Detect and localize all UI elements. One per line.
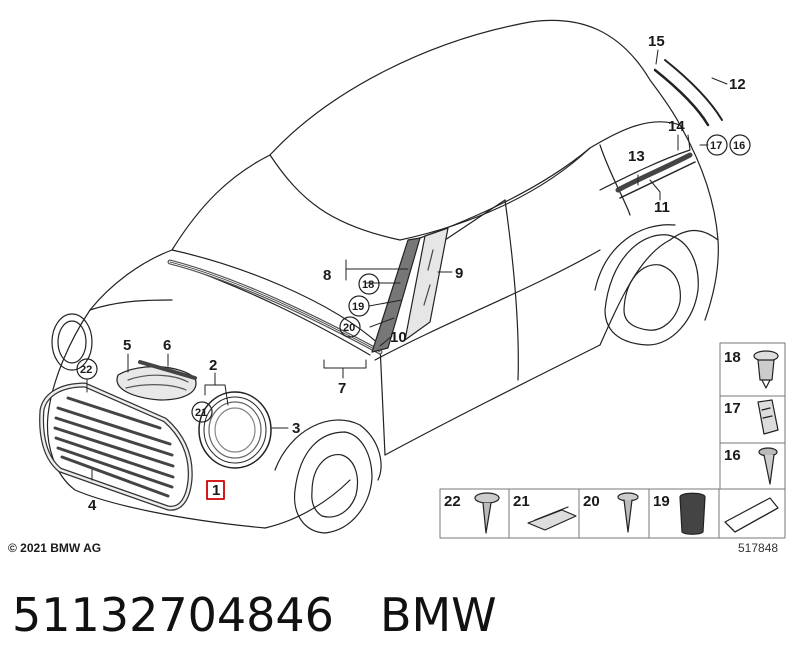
callout-5: 5 — [123, 337, 131, 354]
callout-15: 15 — [648, 33, 665, 50]
panel-label-20: 20 — [583, 493, 600, 510]
arrow-icon — [724, 497, 779, 533]
callout-12: 12 — [729, 76, 746, 93]
callout-8: 8 — [323, 267, 331, 284]
copyright-text: © 2021 BMW AG — [8, 541, 102, 555]
callout-circle-16: 16 — [733, 140, 745, 152]
callout-labels: 1 2 3 4 5 6 7 8 9 10 11 12 13 14 15 18 1… — [80, 33, 746, 514]
clip-18-drawing — [753, 350, 779, 389]
callout-6: 6 — [163, 337, 171, 354]
callout-10: 10 — [390, 329, 407, 346]
a-pillar-trim — [371, 237, 421, 353]
panel-label-22: 22 — [444, 493, 461, 510]
callout-circle-17: 17 — [710, 140, 722, 152]
clip-21-drawing — [527, 506, 577, 531]
part-number-line: 51132704846 BMW — [12, 588, 497, 642]
panel-label-16: 16 — [724, 447, 741, 464]
circle-callouts — [76, 134, 751, 423]
screw-16-drawing — [758, 447, 778, 485]
panel-label-19: 19 — [653, 493, 670, 510]
screw-22-drawing — [474, 492, 500, 534]
callout-circle-21: 21 — [195, 407, 207, 419]
drawing-number: 517848 — [738, 541, 779, 555]
callout-circle-19: 19 — [352, 301, 364, 313]
callout-2: 2 — [209, 357, 217, 374]
panel-label-17: 17 — [724, 400, 741, 417]
callout-13: 13 — [628, 148, 645, 165]
callout-circle-20: 20 — [343, 322, 355, 334]
grommet-19-drawing — [679, 492, 706, 535]
car-body-outline — [46, 19, 719, 534]
roof-rail-strip — [664, 59, 723, 121]
callout-9: 9 — [455, 265, 463, 282]
callout-14: 14 — [668, 118, 685, 135]
headlight-ring — [198, 391, 272, 469]
panel-label-21: 21 — [513, 493, 530, 510]
side-window-strip — [615, 152, 693, 193]
callout-1: 1 — [212, 482, 220, 499]
highlight-box — [206, 480, 225, 500]
leader-lines — [86, 49, 728, 481]
brand-name: BMW — [379, 588, 497, 642]
panel-label-18: 18 — [724, 349, 741, 366]
clip-17-drawing — [757, 399, 779, 435]
callout-11: 11 — [654, 199, 670, 216]
screw-20-drawing — [617, 492, 639, 533]
callout-circle-22: 22 — [80, 364, 92, 376]
scoop-strip — [138, 360, 197, 380]
callout-circle-18: 18 — [362, 279, 374, 291]
callout-7: 7 — [338, 380, 346, 397]
bonnet-scoop — [116, 366, 197, 401]
callout-4: 4 — [88, 497, 97, 514]
part-number: 51132704846 — [12, 588, 334, 642]
callout-3: 3 — [292, 420, 300, 437]
radiator-grille — [39, 382, 193, 511]
